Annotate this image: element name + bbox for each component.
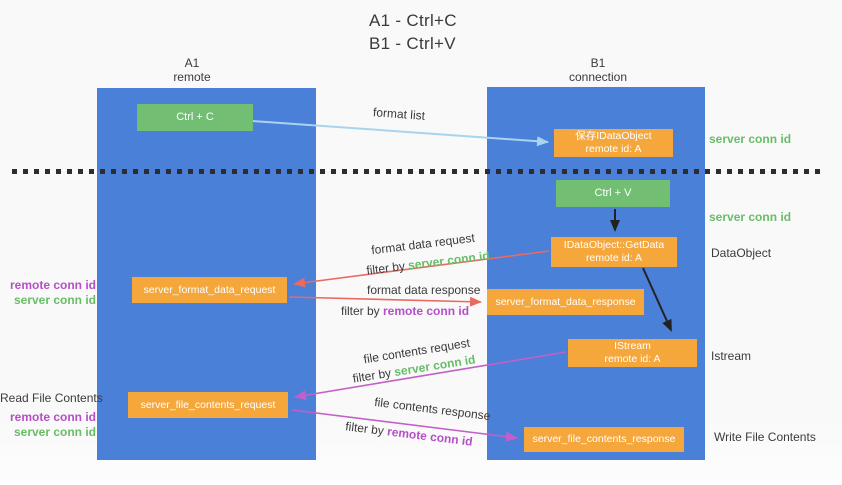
server-file-contents-request-label: server_file_contents_request — [140, 398, 276, 411]
server-format-data-response-box: server_format_data_response — [487, 289, 644, 315]
label-filter-format-response: filter by remote conn id — [341, 304, 469, 318]
server-file-contents-request-box: server_file_contents_request — [128, 392, 288, 418]
right-label-server-conn-id-1: server conn id — [709, 132, 792, 146]
title-line-1: A1 - Ctrl+C — [369, 11, 457, 30]
right-label-istream: Istream — [711, 349, 752, 363]
remote-conn-id-text: remote conn id — [386, 424, 474, 449]
istream-box: IStream remote id: A — [568, 339, 697, 367]
column-a1-name: A1 — [184, 56, 200, 70]
server-file-contents-response-label: server_file_contents_response — [532, 433, 676, 445]
title-line-2: B1 - Ctrl+V — [369, 34, 456, 53]
right-label-dataobject: DataObject — [711, 246, 772, 260]
save-dataobject-line1: 保存IDataObject — [575, 130, 652, 142]
server-format-data-request-label: server_format_data_request — [143, 283, 276, 296]
column-header-a1: A1 remote — [132, 56, 252, 84]
filter-by-text: filter by — [365, 258, 410, 278]
left-label-remote-conn-id-1: remote conn id — [9, 278, 96, 292]
getdata-box: IDataObject::GetData remote id: A — [551, 237, 677, 267]
right-label-write-file-contents: Write File Contents — [714, 430, 816, 444]
server-format-data-response-label: server_format_data_response — [495, 295, 636, 308]
filter-by-text: filter by — [344, 419, 389, 439]
server-format-data-request-box: server_format_data_request — [132, 277, 287, 303]
istream-line2: remote id: A — [604, 353, 661, 365]
label-filter-file-response: filter by remote conn id — [345, 419, 474, 448]
label-format-data-response: format data response — [367, 283, 481, 297]
column-a1-subtitle: remote — [173, 70, 211, 84]
label-format-list: format list — [372, 105, 426, 123]
getdata-line1: IDataObject::GetData — [563, 239, 665, 251]
filter-by-text: filter by — [351, 365, 396, 386]
column-b1-subtitle: connection — [568, 70, 628, 84]
ctrl-c-label: Ctrl + C — [176, 111, 214, 123]
save-dataobject-line2: remote id: A — [585, 143, 642, 155]
server-file-contents-response-box: server_file_contents_response — [524, 427, 684, 452]
diagram-title: A1 - Ctrl+C B1 - Ctrl+V — [369, 9, 457, 55]
save-dataobject-box: 保存IDataObject remote id: A — [554, 129, 673, 157]
left-label-read-file-contents: Read File Contents — [0, 391, 103, 405]
ctrl-v-box: Ctrl + V — [556, 180, 670, 207]
column-header-b1: B1 connection — [538, 56, 658, 84]
istream-line1: IStream — [614, 340, 651, 352]
dashed-separator-line — [12, 169, 826, 174]
left-label-remote-conn-id-2: remote conn id — [9, 410, 96, 424]
ctrl-c-box: Ctrl + C — [137, 104, 253, 131]
left-label-server-conn-id-2: server conn id — [13, 425, 96, 439]
getdata-line2: remote id: A — [585, 252, 643, 264]
ctrl-v-label: Ctrl + V — [594, 187, 632, 199]
left-label-server-conn-id-1: server conn id — [13, 293, 96, 307]
remote-conn-id-text: remote conn id — [383, 304, 470, 318]
label-file-contents-response: file contents response — [373, 394, 492, 424]
arrow-format-data-response — [288, 296, 482, 307]
filter-by-text: filter by — [341, 304, 384, 318]
column-b1-name: B1 — [590, 56, 606, 70]
right-label-server-conn-id-2: server conn id — [709, 210, 792, 224]
server-conn-id-text: server conn id — [407, 248, 491, 273]
